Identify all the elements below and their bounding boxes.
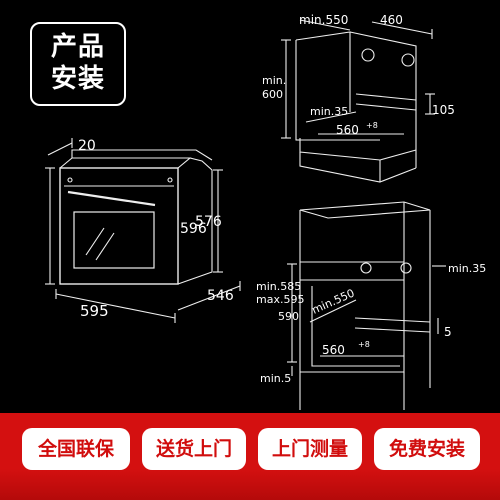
- column-gap-height-label: 5: [444, 325, 452, 339]
- undercounter-width-inner-label: 560: [336, 123, 359, 137]
- column-depth-label: min.550: [310, 286, 357, 316]
- undercounter-height-label: min.600: [262, 74, 286, 101]
- oven-height-inner-label: 576: [195, 214, 222, 230]
- column-bottom-label: min.5: [260, 372, 291, 385]
- dimension-drawings: 20 595 546 596 576: [45, 13, 486, 410]
- undercounter-gap-height-label: 105: [432, 103, 455, 117]
- undercounter-gap-depth-label: min.35: [310, 105, 348, 118]
- column-gap-right-label: min.35: [448, 262, 486, 275]
- title-box: 产品 安装: [30, 22, 126, 106]
- title-line-1: 产品: [50, 32, 105, 62]
- warranty-badge[interactable]: 全国联保: [22, 428, 130, 470]
- column-width-inner-label: 560: [322, 343, 345, 357]
- column-height-min-label: min.585: [256, 280, 301, 293]
- delivery-badge[interactable]: 送货上门: [142, 428, 246, 470]
- oven-depth-label: 546: [207, 288, 234, 304]
- measure-badge[interactable]: 上门测量: [258, 428, 362, 470]
- column-height-max-label: max.595: [256, 293, 304, 306]
- oven-height-outer-label: 596: [180, 221, 207, 237]
- install-badge[interactable]: 免费安装: [374, 428, 480, 470]
- undercounter-depth-label: min.550: [299, 13, 348, 27]
- column-cabinet-drawing: [287, 201, 446, 410]
- column-width-inner-tol-label: +8: [358, 340, 370, 349]
- column-height-nominal-label: 590: [278, 310, 299, 323]
- undercounter-width-label: 460: [380, 13, 403, 27]
- oven-front-drawing: [45, 138, 241, 323]
- title-line-2: 安装: [50, 64, 105, 94]
- oven-width-label: 595: [80, 302, 109, 320]
- undercounter-cabinet-drawing: [281, 19, 435, 183]
- oven-depth-front-label: 20: [78, 138, 96, 154]
- undercounter-width-inner-tol-label: +8: [366, 121, 378, 130]
